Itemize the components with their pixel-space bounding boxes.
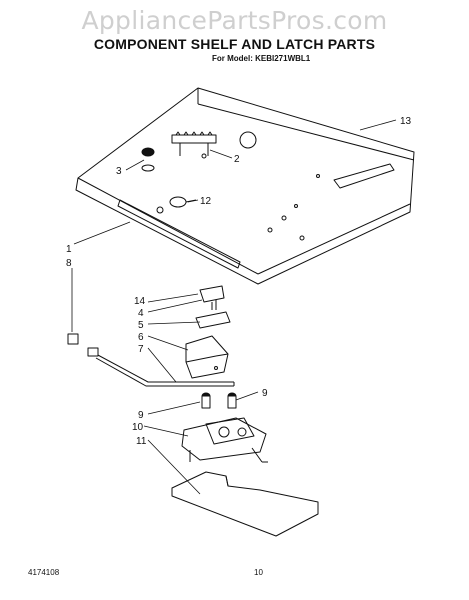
callout-12: 12 [200,196,212,207]
terminal-strip-part [171,131,217,156]
document-number: 4174108 [28,568,60,577]
callout-14: 14 [134,296,146,307]
switch-bracket-part [185,335,229,379]
latch-assembly-part [181,417,268,463]
callout-3: 3 [116,166,122,177]
insulator-part [195,311,231,329]
grommet-part [141,147,155,172]
callout-1: 1 [66,244,72,255]
leader-lines [71,119,397,495]
latch-cover-plate-part [171,471,319,537]
watermark: AppliancePartsPros.com [81,6,388,35]
callout-11: 11 [136,436,147,447]
callout-5: 5 [138,320,144,331]
latch-rod-part [95,353,235,387]
model-label: For Model: KEBI271WBL1 [212,54,311,63]
callout-6: 6 [138,332,144,343]
callout-8: 8 [66,258,72,269]
callout-9-right: 9 [262,388,268,399]
callout-10: 10 [132,422,144,433]
callout-4: 4 [138,308,144,319]
diagram-title: COMPONENT SHELF AND LATCH PARTS [93,36,376,52]
spacer-parts [201,392,237,409]
component-shelf-plate [75,87,415,285]
callout-7: 7 [138,344,144,355]
callout-2: 2 [234,154,240,165]
page-number: 10 [254,568,263,577]
microswitch-part [199,285,225,310]
latch-knob-part [67,333,99,357]
callout-13: 13 [400,116,412,127]
callout-9-left: 9 [138,410,144,421]
